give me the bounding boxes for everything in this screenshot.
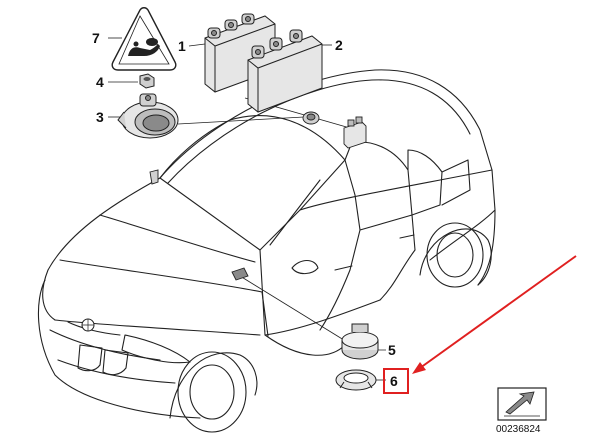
arrow-reference-icon [497,387,547,421]
airbag-warning-triangle-icon [111,7,177,71]
body-sensor-mount [231,267,249,281]
highlight-arrow [412,255,577,374]
sensor-5 [341,323,379,360]
interior-sensor-connector [302,111,320,125]
hex-nut-4 [139,73,155,89]
highlight-box [383,368,409,394]
roof-module [343,116,367,149]
callout-3: 3 [96,109,104,125]
callout-1: 1 [178,38,186,54]
mounting-ring-6 [335,369,377,391]
cowl-clip [149,169,159,185]
callout-7: 7 [92,30,100,46]
bmw-logo-icon [81,318,95,332]
diagram-number: 00236824 [496,424,541,435]
car-outline [37,69,496,433]
callout-labels: 7 1 2 4 3 5 6 [92,30,398,389]
alarm-siren-3 [117,93,179,139]
leader-lines [108,37,386,381]
callout-2: 2 [335,37,343,53]
callout-6: 6 [390,373,398,389]
control-unit-2 [247,29,323,113]
callout-5: 5 [388,342,396,358]
callout-4: 4 [96,74,104,90]
